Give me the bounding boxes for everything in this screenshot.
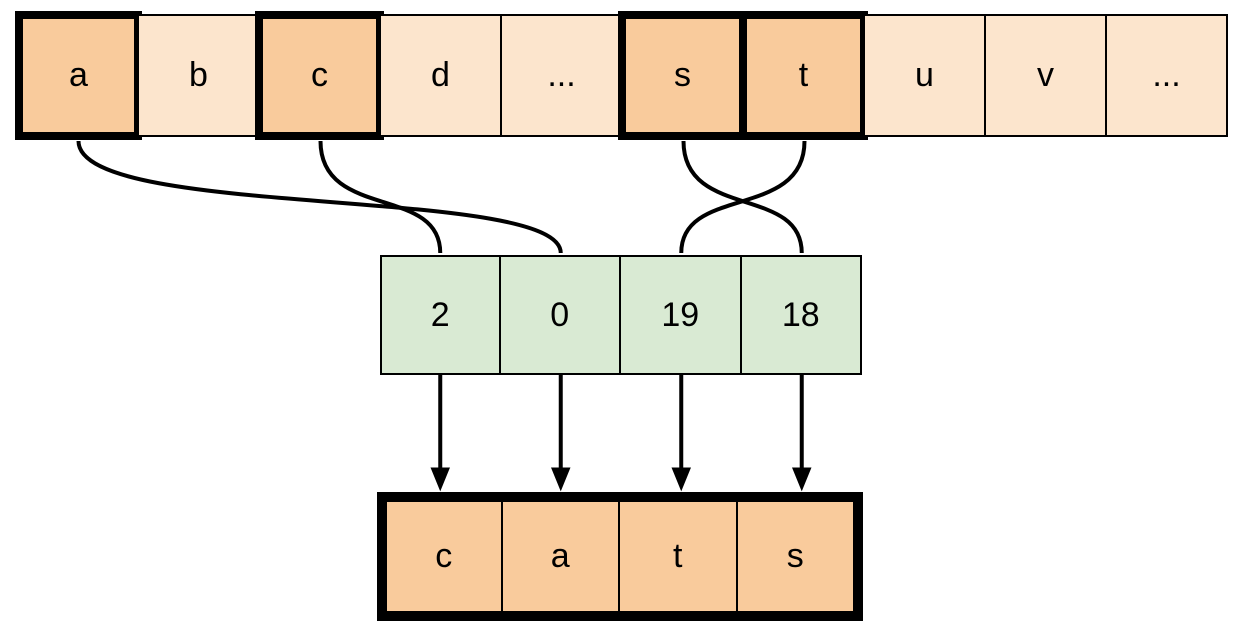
alphabet-cell-ellipsis-9: ...	[1107, 14, 1228, 137]
alphabet-cell-t: t	[739, 11, 868, 140]
index-cell-label: 0	[550, 295, 570, 334]
arrowhead-to-word-2	[671, 467, 691, 492]
alphabet-cell-label: d	[431, 56, 450, 94]
alphabet-cell-v: v	[986, 14, 1107, 137]
curve-a-to-index-1	[76, 140, 563, 254]
alphabet-cell-u: u	[865, 14, 986, 137]
alphabet-cell-label: b	[189, 56, 208, 94]
alphabet-cell-c: c	[255, 11, 384, 140]
alphabet-cell-s: s	[618, 11, 747, 140]
index-cell-label: 18	[781, 295, 820, 334]
index-cell-19: 19	[621, 255, 742, 375]
alphabet-cell-label: s	[674, 56, 691, 94]
alphabet-cell-label: v	[1037, 56, 1054, 94]
word-cell-c: c	[385, 500, 503, 613]
word-cell-label: t	[673, 537, 683, 575]
index-cell-label: 2	[430, 295, 450, 334]
alphabet-cell-label: ...	[547, 56, 576, 94]
arrowhead-to-word-0	[430, 467, 450, 492]
index-cell-label: 19	[661, 295, 700, 334]
word-cell-s: s	[737, 500, 855, 613]
curve-c-to-index-0	[318, 140, 443, 254]
word-cell-label: a	[550, 537, 570, 575]
word-cell-label: s	[786, 537, 804, 575]
alphabet-cell-a: a	[15, 11, 142, 140]
alphabet-cell-label: u	[915, 56, 934, 94]
word-cell-a: a	[502, 500, 620, 613]
alphabet-cell-ellipsis-4: ...	[502, 14, 623, 137]
index-cell-0: 0	[500, 255, 621, 375]
alphabet-cell-label: c	[311, 56, 328, 94]
alphabet-cell-label: a	[69, 56, 88, 94]
curve-s-to-index-3	[681, 140, 804, 254]
alphabet-cell-label: ...	[1152, 56, 1181, 94]
word-cell-t: t	[620, 500, 738, 613]
curve-t-to-index-2	[679, 140, 807, 254]
word-cell-label: c	[435, 537, 453, 575]
alphabet-array: a b c d... s t u v...	[15, 11, 1228, 140]
arrowhead-to-word-1	[551, 467, 571, 492]
alphabet-cell-d: d	[381, 14, 502, 137]
arrowhead-to-word-3	[792, 467, 812, 492]
alphabet-cell-b: b	[139, 14, 260, 137]
index-cell-18: 18	[741, 255, 862, 375]
alphabet-cell-label: t	[798, 56, 809, 94]
index-cell-2: 2	[380, 255, 501, 375]
